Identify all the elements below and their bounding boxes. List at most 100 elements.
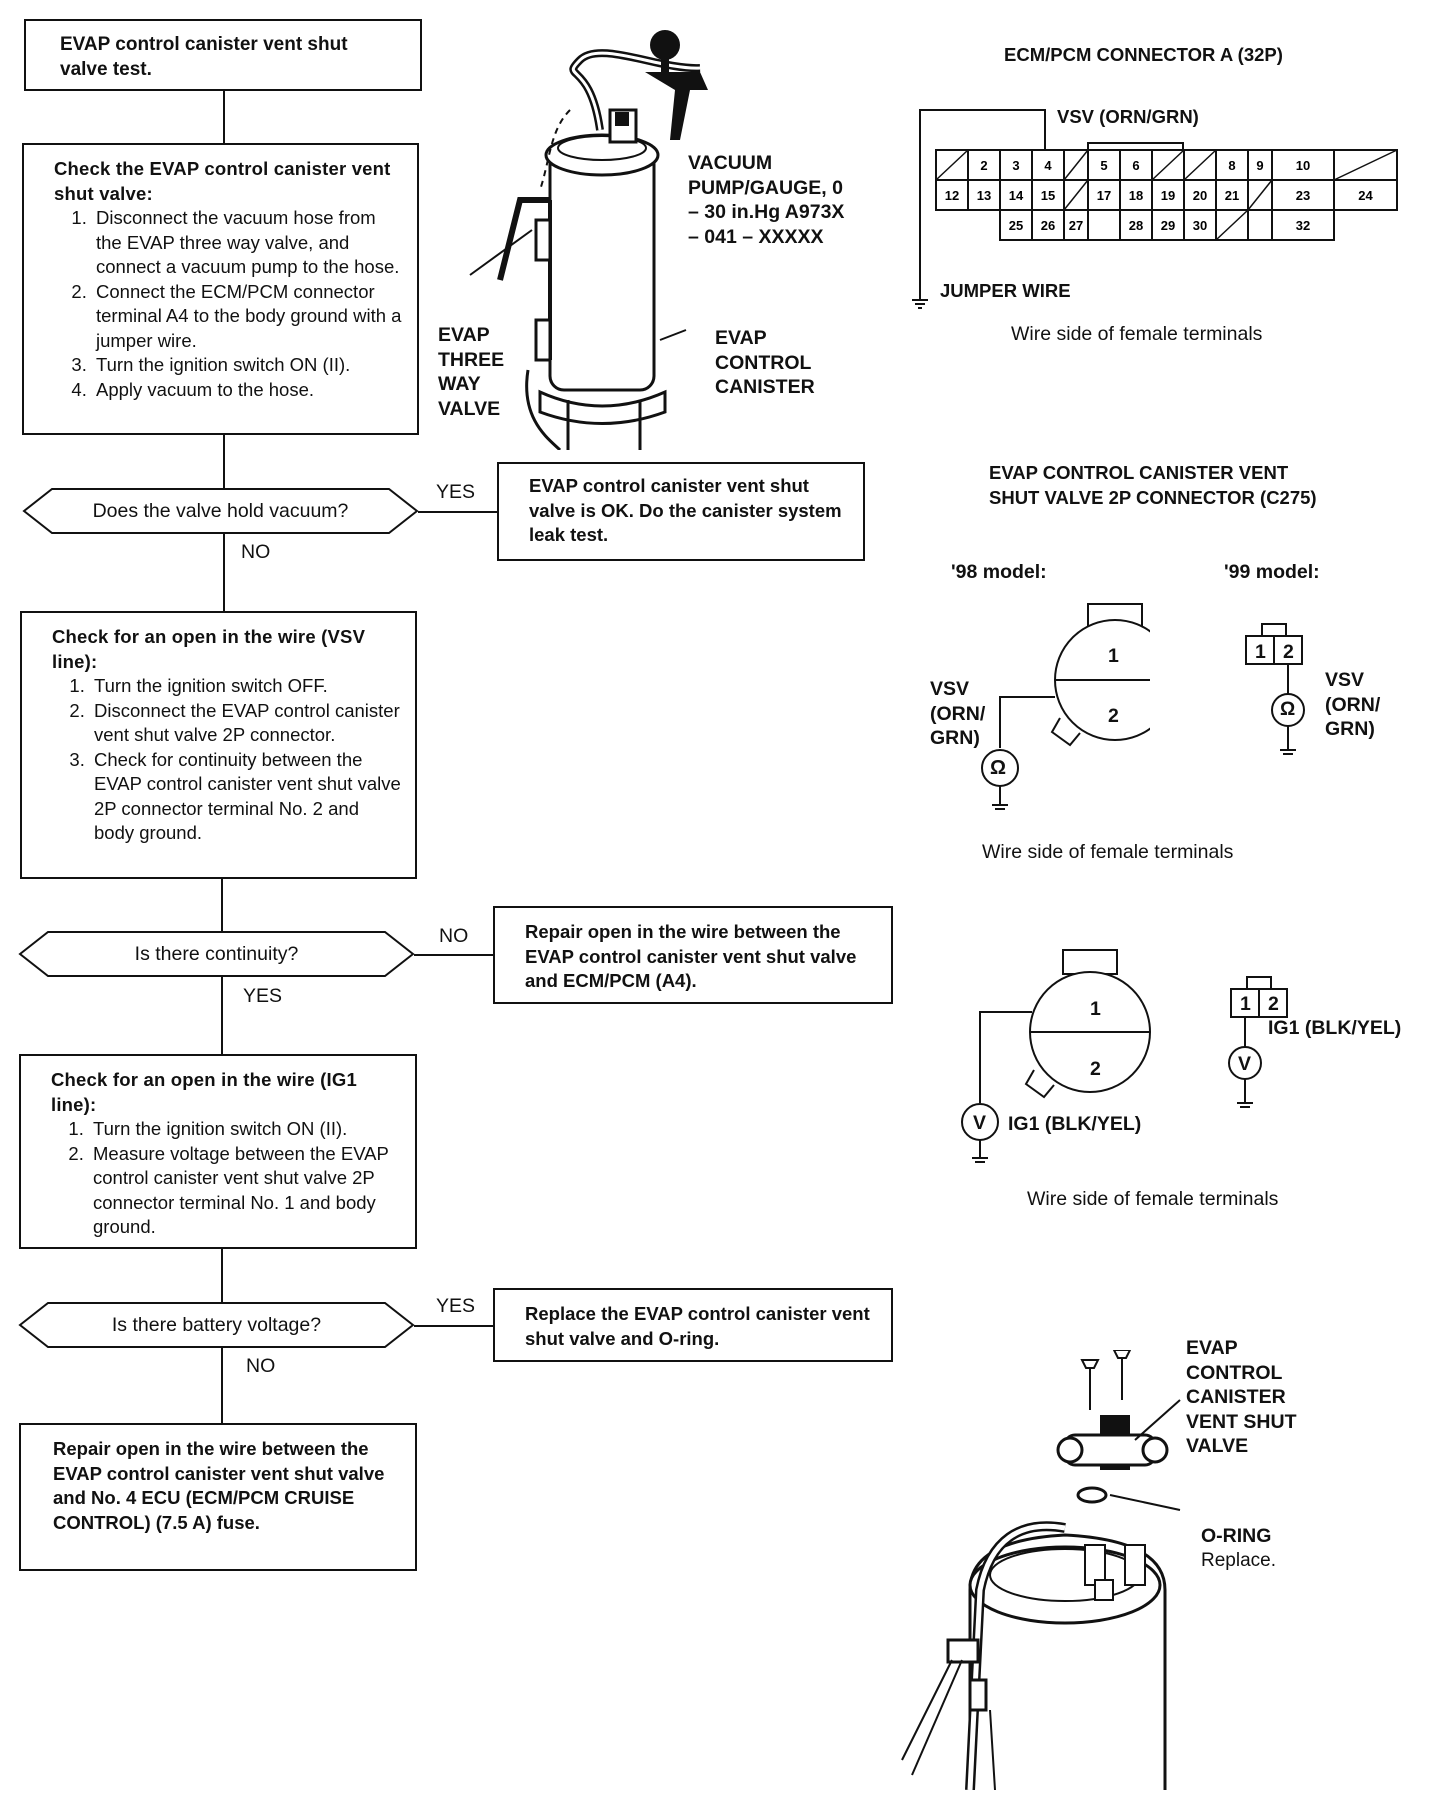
ecm-terminal-number: 32 bbox=[1296, 218, 1310, 233]
ecm-terminal-number: 12 bbox=[945, 188, 959, 203]
ecm-terminal-number: 2 bbox=[980, 158, 987, 173]
vsv-label-99: VSV (ORN/ GRN) bbox=[1325, 669, 1381, 740]
ecm-terminal-number: 5 bbox=[1100, 158, 1107, 173]
ecm-terminal-number: 20 bbox=[1193, 188, 1207, 203]
yes-label: YES bbox=[436, 1295, 476, 1317]
step3-item: Measure voltage between the EVAP control… bbox=[89, 1142, 401, 1240]
ecm-terminal-number: 15 bbox=[1041, 188, 1055, 203]
ecm-empty-slash bbox=[935, 149, 969, 181]
ecm-terminal-number: 28 bbox=[1129, 218, 1143, 233]
no-label: NO bbox=[439, 925, 469, 947]
decision-question: Does the valve hold vacuum? bbox=[92, 499, 349, 522]
three-way-valve-label: EVAP THREE WAY VALVE bbox=[438, 324, 505, 420]
ig1-label-99: IG1 (BLK/YEL) bbox=[1268, 1017, 1402, 1039]
ecm-terminal-number: 13 bbox=[977, 188, 991, 203]
step2-box: Check for an open in the wire (VSV line)… bbox=[20, 611, 417, 879]
ecm-terminal-number: 6 bbox=[1132, 158, 1139, 173]
canister-label: EVAP CONTROL CANISTER bbox=[715, 327, 815, 398]
ecm-terminal-number: 9 bbox=[1256, 158, 1263, 173]
flow-line bbox=[221, 1247, 223, 1303]
step3-heading: Check for an open in the wire (IG1 line)… bbox=[51, 1069, 357, 1115]
flow-line bbox=[223, 434, 225, 489]
result-replace-text: Replace the EVAP control canister vent s… bbox=[525, 1303, 870, 1349]
connector-99-ig1 bbox=[1228, 976, 1288, 1108]
decision-question: Is there battery voltage? bbox=[111, 1313, 322, 1336]
start-text: EVAP control canister vent shut valve te… bbox=[60, 34, 348, 80]
final-text: Repair open in the wire between the EVAP… bbox=[53, 1438, 385, 1533]
ecm-terminal-cell bbox=[999, 179, 1033, 211]
step2-heading: Check for an open in the wire (VSV line)… bbox=[52, 626, 366, 672]
flow-line bbox=[223, 90, 225, 143]
pin2-label: 2 bbox=[1108, 705, 1119, 727]
ecm-terminal-number: 4 bbox=[1044, 158, 1052, 173]
flow-line bbox=[223, 532, 225, 612]
jumper-wire-label: JUMPER WIRE bbox=[940, 280, 1071, 301]
flow-line bbox=[414, 954, 494, 956]
ecm-terminal-number: 24 bbox=[1358, 188, 1373, 203]
flow-line bbox=[221, 975, 223, 1055]
ecm-caption: Wire side of female terminals bbox=[1011, 323, 1263, 345]
ecm-terminal-cell bbox=[1031, 209, 1065, 241]
canister-pump-illustration bbox=[469, 30, 708, 450]
ecm-terminal-number: 14 bbox=[1009, 188, 1024, 203]
flow-line bbox=[221, 1348, 223, 1424]
ecm-terminal-cell bbox=[1063, 209, 1089, 241]
ecm-terminal-number: 26 bbox=[1041, 218, 1055, 233]
ig1-label-98: IG1 (BLK/YEL) bbox=[1008, 1113, 1142, 1135]
step1-item: Connect the ECM/PCM connector terminal A… bbox=[92, 280, 403, 354]
pin2-label-99: 2 bbox=[1283, 641, 1294, 663]
ecm-empty-slash bbox=[1247, 179, 1273, 211]
ecm-terminal-cell bbox=[1183, 209, 1217, 241]
valve-caption-1: Wire side of female terminals bbox=[982, 841, 1234, 863]
result-repair-vsv-text: Repair open in the wire between the EVAP… bbox=[525, 921, 857, 991]
step3-list: Turn the ignition switch ON (II). Measur… bbox=[59, 1117, 401, 1240]
flow-line bbox=[414, 1325, 494, 1327]
ecm-terminal-cell bbox=[1031, 179, 1065, 211]
ecm-empty-slash bbox=[1151, 149, 1185, 181]
ecm-empty-slash bbox=[1333, 149, 1398, 181]
result-repair-vsv-box: Repair open in the wire between the EVAP… bbox=[493, 906, 893, 1004]
result-ok-box: EVAP control canister vent shut valve is… bbox=[497, 462, 865, 561]
step2-list: Turn the ignition switch OFF. Disconnect… bbox=[60, 674, 401, 846]
decision-battery-voltage: Is there battery voltage? bbox=[18, 1302, 415, 1348]
ecm-terminal-number: 8 bbox=[1228, 158, 1235, 173]
ecm-terminal-cell bbox=[1215, 179, 1249, 211]
pin2-label-ig1-99: 2 bbox=[1268, 993, 1279, 1015]
step3-item: Turn the ignition switch ON (II). bbox=[89, 1117, 401, 1142]
ecm-empty-slash bbox=[1183, 149, 1217, 181]
ecm-terminal-cell bbox=[1119, 209, 1153, 241]
step1-item: Turn the ignition switch ON (II). bbox=[92, 353, 403, 378]
ecm-terminal-cell bbox=[1333, 179, 1398, 211]
step1-item: Apply vacuum to the hose. bbox=[92, 378, 403, 403]
vent-valve-illustration bbox=[901, 1350, 1181, 1790]
step2-item: Disconnect the EVAP control canister ven… bbox=[90, 699, 401, 748]
ecm-terminal-number: 19 bbox=[1161, 188, 1175, 203]
ecm-empty-slash bbox=[1063, 149, 1089, 181]
yes-label: YES bbox=[243, 985, 283, 1007]
vsv-wire-label: VSV (ORN/GRN) bbox=[1057, 106, 1199, 127]
result-replace-box: Replace the EVAP control canister vent s… bbox=[493, 1288, 893, 1362]
start-box: EVAP control canister vent shut valve te… bbox=[24, 19, 422, 91]
ecm-terminal-cell bbox=[1087, 179, 1121, 211]
decision-shape bbox=[18, 931, 415, 977]
decision-shape bbox=[18, 1302, 415, 1348]
flow-line bbox=[221, 877, 223, 932]
step1-box: Check the EVAP control canister vent shu… bbox=[22, 143, 419, 435]
ohm-symbol: Ω bbox=[990, 757, 1007, 779]
ecm-terminal-number: 30 bbox=[1193, 218, 1207, 233]
result-ok-text: EVAP control canister vent shut valve is… bbox=[529, 475, 842, 545]
connector-98-vsv bbox=[981, 603, 1150, 810]
decision-continuity: Is there continuity? bbox=[18, 931, 415, 977]
step2-item: Turn the ignition switch OFF. bbox=[90, 674, 401, 699]
ecm-terminal-number: 25 bbox=[1009, 218, 1023, 233]
decision-question: Is there continuity? bbox=[134, 942, 299, 965]
ecm-terminal-number: 23 bbox=[1296, 188, 1310, 203]
step2-item: Check for continuity between the EVAP co… bbox=[90, 748, 401, 846]
ecm-terminal-number: 17 bbox=[1097, 188, 1111, 203]
decision-hold-vacuum: Does the valve hold vacuum? bbox=[22, 488, 419, 534]
ecm-terminal-cell bbox=[999, 149, 1033, 181]
ecm-terminal-number: 29 bbox=[1161, 218, 1175, 233]
volt-symbol-99: V bbox=[1238, 1053, 1252, 1075]
